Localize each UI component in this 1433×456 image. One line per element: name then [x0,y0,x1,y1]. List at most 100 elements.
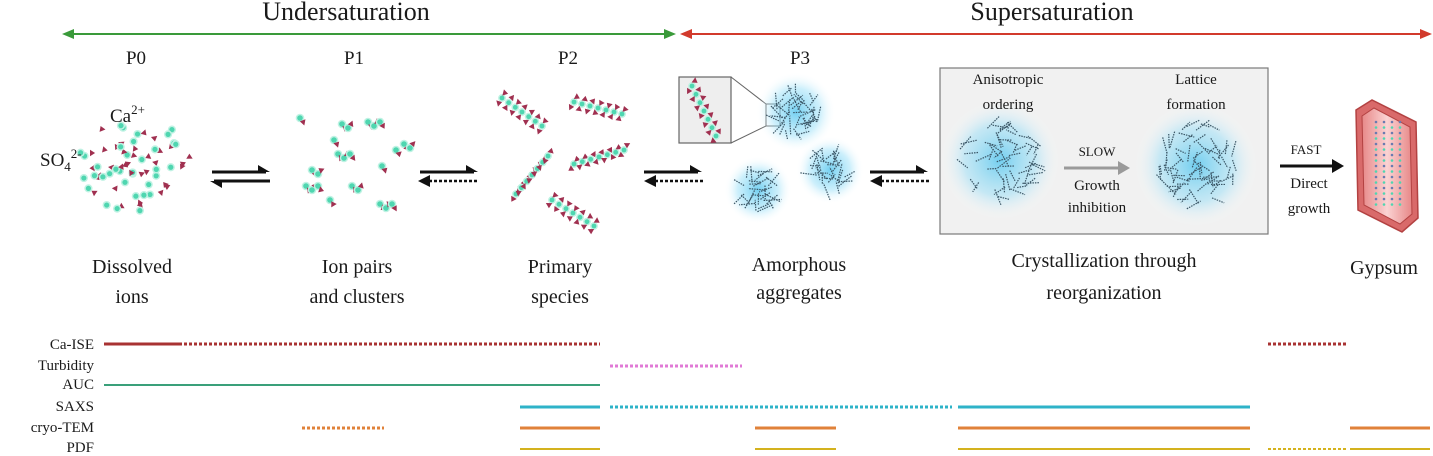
sulfate-ion-marker [535,164,542,171]
sulfate-ion-marker [700,95,707,101]
calcium-ion-dot [539,123,545,129]
calcium-ion-dot [77,150,84,156]
calcium-ion-dot [91,173,98,179]
aggregate-fragment [808,147,824,160]
calcium-ion-dot [341,155,347,161]
aggregate-fragment [1180,191,1192,204]
sulfate-ion-marker [409,141,416,148]
sulfate-ion-marker [617,151,625,158]
sulfate-ion-marker [575,105,582,112]
equilibrium-arrow-p0-p1 [210,165,270,188]
supersaturation-range-arrow [680,29,1432,39]
sulfate-ion-marker [622,105,629,112]
lattice-point [1390,142,1394,146]
calcium-ion-dot [556,201,562,207]
sulfate-ion-marker [710,137,717,143]
lattice-point [1382,197,1386,201]
aggregate-fragment [1170,170,1175,182]
aggregate-fragment [748,187,766,191]
calcium-ion-dot [613,149,619,155]
aggregate-fragment [1166,185,1177,196]
lattice-point [1398,142,1402,146]
calcium-ion-dot [693,91,699,97]
calcium-ion-dot [713,133,719,139]
lattice-point [1390,170,1394,173]
calcium-ion-dot [141,192,147,198]
sulfate-ion-marker [152,160,159,166]
calcium-ion-dot [701,108,707,114]
lattice-point [1382,120,1386,124]
aggregate-fragment [776,104,791,117]
sulfate-ion-marker [145,152,152,159]
aggregate-fragment [802,101,812,113]
aggregate-fragment [772,97,785,109]
calcium-ion-dot [107,171,113,177]
lattice-point [1390,186,1394,190]
calcium-ion-dot [365,119,371,125]
aggregate-fragment [812,149,825,162]
sulfate-ion-marker [299,119,306,126]
sulfate-ion-marker [573,218,580,225]
calcium-ion-dot [595,105,601,111]
aggregate-fragment [1025,146,1033,156]
calcium-ion-dot [377,119,383,125]
sulfate-ion-marker [691,77,698,83]
sulfate-ion-marker [601,157,608,164]
calcium-ion-dot [587,103,593,109]
aggregate-fragment [835,181,840,194]
aggregate-fragment [996,122,1012,135]
calcium-ion-dot [147,191,153,198]
sulfate-ion-marker [592,109,599,116]
calcium-ion-dot [347,151,353,157]
lattice-point [1382,170,1386,173]
sulfate-ion-marker [579,209,586,216]
undersaturation-range-arrow [62,29,676,39]
calcium-ion-dot [570,210,576,216]
sulfate-ion-marker [599,99,605,106]
calcium-ion-dot [118,123,124,129]
aggregate-fragment [1210,172,1214,188]
sulfate-ion-marker [694,105,700,112]
sulfate-ion-marker [318,186,325,193]
lattice-point [1374,126,1378,129]
lattice-point [1374,148,1378,151]
sulfate-ion-marker [589,98,596,105]
equilibrium-arrow-p3-crystallization [870,165,930,187]
sulfate-ion-marker [542,117,549,124]
lattice-point [1398,164,1402,168]
aggregate-fragment [1200,177,1213,181]
aggregate-fragment [1200,123,1211,128]
aggregate-fragment [1185,119,1200,128]
calcium-ion-dot [153,173,159,179]
sulfate-ion-marker [558,196,565,203]
aggregate-fragment [1017,185,1028,189]
sulfate-ion-marker [132,145,139,152]
caption-crystallization-line1: Crystallization through [1012,250,1197,272]
direct-growth-line2: growth [1288,201,1331,217]
calcium-ion-dot [114,205,120,212]
sulfate-ion-marker [566,216,573,222]
aggregate-fragment [745,166,749,178]
calcium-ion-dot [506,100,512,106]
aggregate-fragment [1231,159,1237,172]
aggregate-fragment [1187,144,1191,162]
lattice-point [1398,181,1402,184]
aggregate-fragment [1197,141,1210,155]
calcium-ion-dot [168,164,174,170]
aggregate-fragment [787,99,791,114]
aggregate-fragment [748,180,761,183]
calcium-ion-dot [113,166,119,172]
sulfate-ion-marker [502,89,509,96]
lattice-point [1382,137,1386,140]
aggregate-fragment [1181,121,1191,131]
calcium-ion-dot [604,152,610,158]
aggregate-fragment [974,154,992,163]
lattice-point [1398,192,1402,195]
calcium-ion-dot [134,131,141,137]
crystallization-inset: Anisotropic ordering Lattice formation S… [939,67,1269,235]
stage-id-p3: P3 [790,48,810,69]
sulfate-ion-marker [122,161,129,168]
aggregate-fragment [816,106,822,123]
aggregate-fragment [844,170,855,178]
